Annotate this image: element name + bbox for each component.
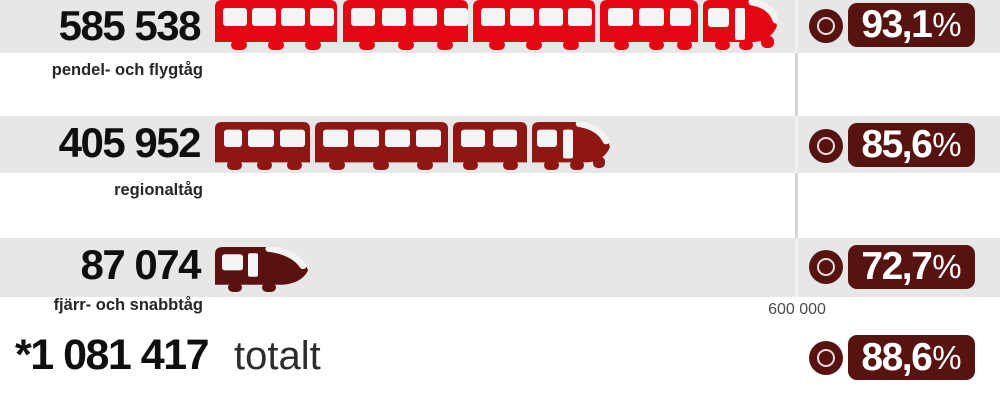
row3-value: 87 074 [80,241,202,288]
punctuality-ring-icon-total [809,341,843,375]
row3-label: fjärr- och snabbtåg [53,296,203,314]
punctuality-badge-row1: 93,1 % [848,3,975,47]
train-pictogram-icon-row3 [215,247,308,292]
punctuality-ring-icon-row1 [809,9,843,43]
badge-percent: 85,6 [861,123,932,166]
punctuality-ring-icon-row2 [809,129,843,163]
row2-value: 405 952 [58,119,202,166]
percent-sign: % [932,248,962,285]
punctuality-badge-row3: 72,7 % [848,245,975,289]
percent-sign: % [932,6,962,43]
train-pictogram-icon-row2 [215,122,610,170]
punctuality-badge-total: 88,6 % [848,335,975,380]
total-label: totalt [234,334,321,378]
percent-sign: % [932,338,962,376]
badge-percent: 72,7 [861,245,932,288]
row1-label: pendel- och flygtåg [51,61,203,79]
punctuality-ring-icon-row3 [809,250,843,284]
badge-percent: 88,6 [861,335,932,379]
axis-tick-label: 600 000 [768,301,826,318]
row2-label: regionaltåg [114,181,203,199]
row1-value: 585 538 [58,2,202,49]
total-row: *1 081 417 totalt [15,330,321,380]
percent-sign: % [932,126,962,163]
total-value: *1 081 417 [15,331,210,379]
train-pictogram-icon-row1 [215,0,777,50]
punctuality-badge-row2: 85,6 % [848,123,975,167]
badge-percent: 93,1 [861,3,932,46]
axis-gridline [795,0,798,297]
